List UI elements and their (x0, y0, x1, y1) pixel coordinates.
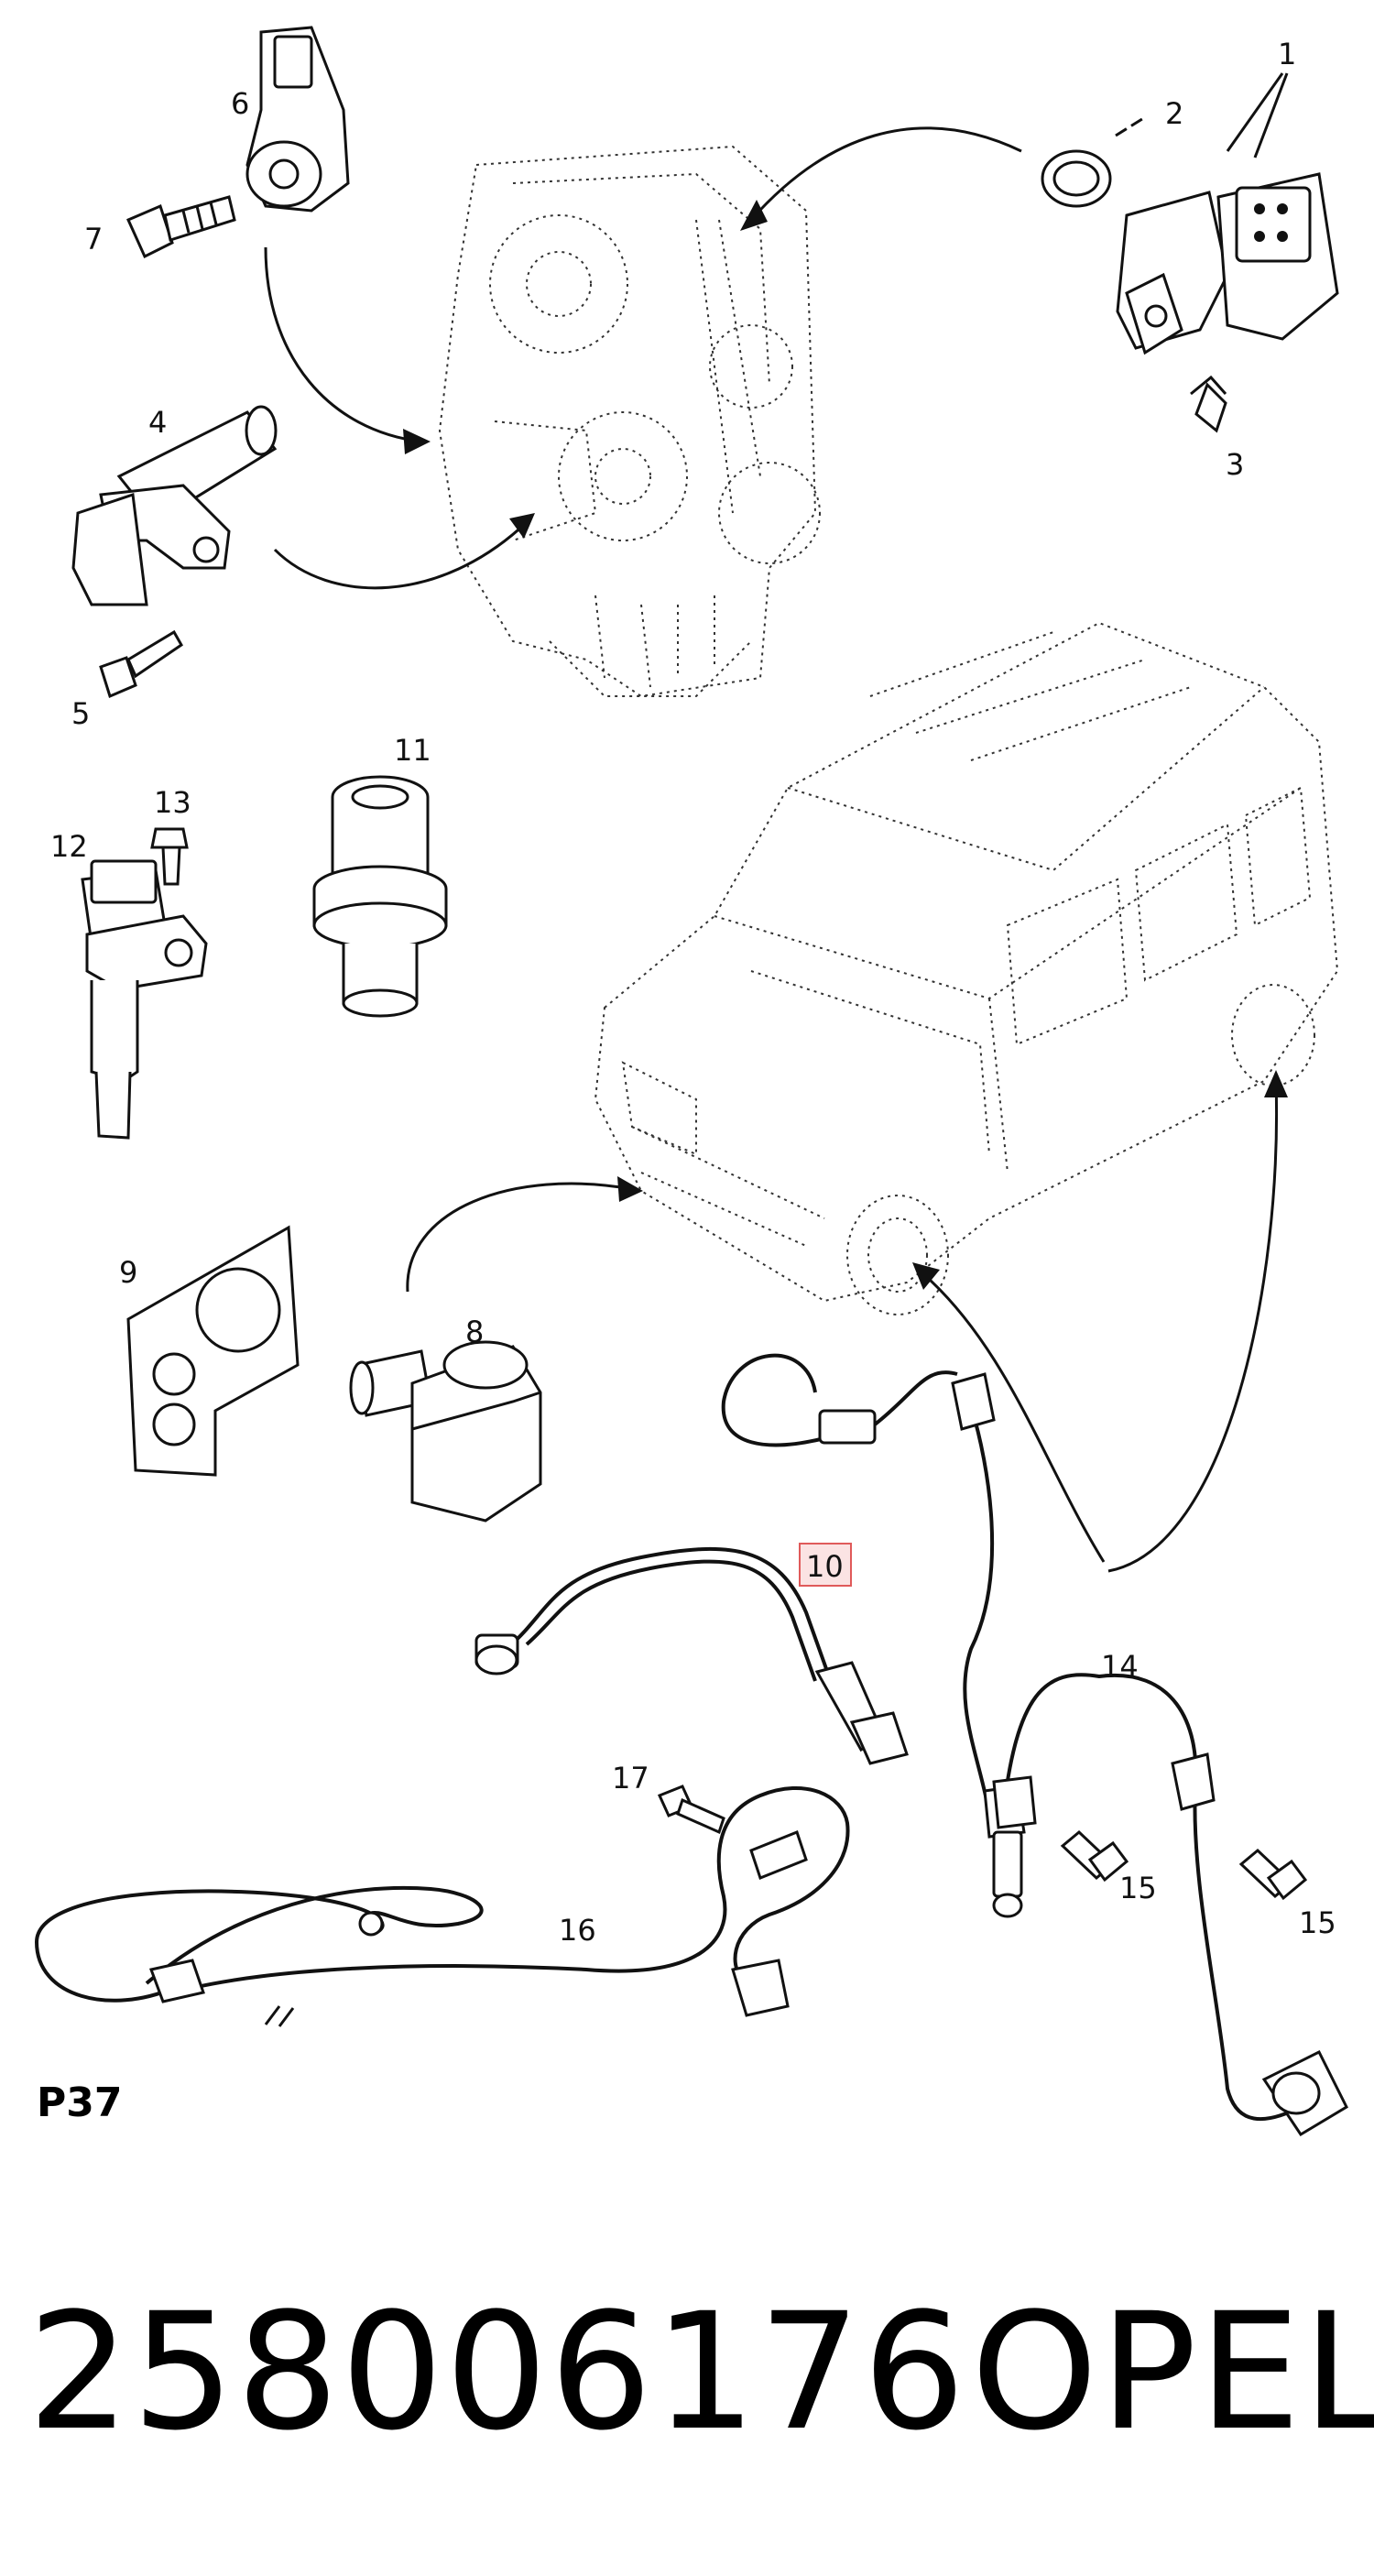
screw-part-5 (99, 629, 183, 699)
assembly-arrows (264, 126, 1288, 1573)
bolt-part-15-left (1060, 1829, 1129, 1883)
knock-sensor-part-6 (245, 26, 350, 213)
callout-10-highlight (799, 1543, 852, 1587)
speed-sensor-part-12 (81, 859, 208, 1140)
callout-2: 2 (1165, 96, 1183, 131)
callout-4: 4 (148, 405, 167, 440)
callout-12: 12 (50, 829, 88, 864)
callout-7: 7 (84, 222, 103, 257)
callout-3: 3 (1226, 447, 1244, 482)
callout-15-right: 15 (1299, 1905, 1336, 1940)
callout-6: 6 (231, 86, 249, 121)
arrow-head (403, 429, 431, 454)
page-reference: P37 (37, 2079, 122, 2126)
bolt-part-7 (126, 195, 236, 259)
abs-sensor-front (721, 1353, 1026, 1918)
callout-1: 1 (1278, 37, 1296, 71)
arrow-head (912, 1262, 940, 1290)
callout-17: 17 (612, 1761, 649, 1796)
abs-sensor-part-14 (992, 1673, 1348, 2137)
callout-8: 8 (465, 1315, 484, 1349)
screw-part-3 (1190, 375, 1227, 433)
engine-illustration (438, 145, 821, 698)
callout-14: 14 (1101, 1649, 1139, 1684)
pressure-switch-part-11 (312, 775, 448, 1018)
bolt-part-17 (657, 1785, 725, 1835)
solenoid-valve-part-8 (349, 1340, 542, 1523)
callout-11: 11 (394, 733, 431, 768)
callout-9: 9 (119, 1255, 137, 1290)
camshaft-sensor-part-1 (1041, 149, 1339, 355)
callout-16: 16 (559, 1913, 596, 1948)
callout-10: 10 (806, 1549, 844, 1584)
bolt-part-13 (150, 827, 189, 886)
arrow-head (617, 1176, 643, 1202)
arrow-head (740, 200, 768, 231)
arrow-head (1264, 1070, 1288, 1097)
callout-5: 5 (71, 696, 90, 731)
bolt-part-15-right (1238, 1848, 1308, 1901)
callout-labels: 1 2 3 4 5 6 7 8 9 10 11 12 13 14 15 15 1… (37, 37, 1336, 2126)
part-number: 258006176 (27, 2278, 967, 2466)
arrow-head (509, 513, 535, 539)
crankshaft-sensor-part-4 (71, 405, 278, 606)
callout-15-left: 15 (1119, 1871, 1157, 1905)
brand-name: OPEL (971, 2278, 1374, 2466)
gasket-part-9 (126, 1225, 300, 1477)
vehicle-illustration (594, 621, 1339, 1315)
abs-cable-part-16 (35, 1786, 850, 2027)
callout-13: 13 (154, 785, 191, 820)
oxygen-sensor-part-10 (474, 1546, 909, 1765)
